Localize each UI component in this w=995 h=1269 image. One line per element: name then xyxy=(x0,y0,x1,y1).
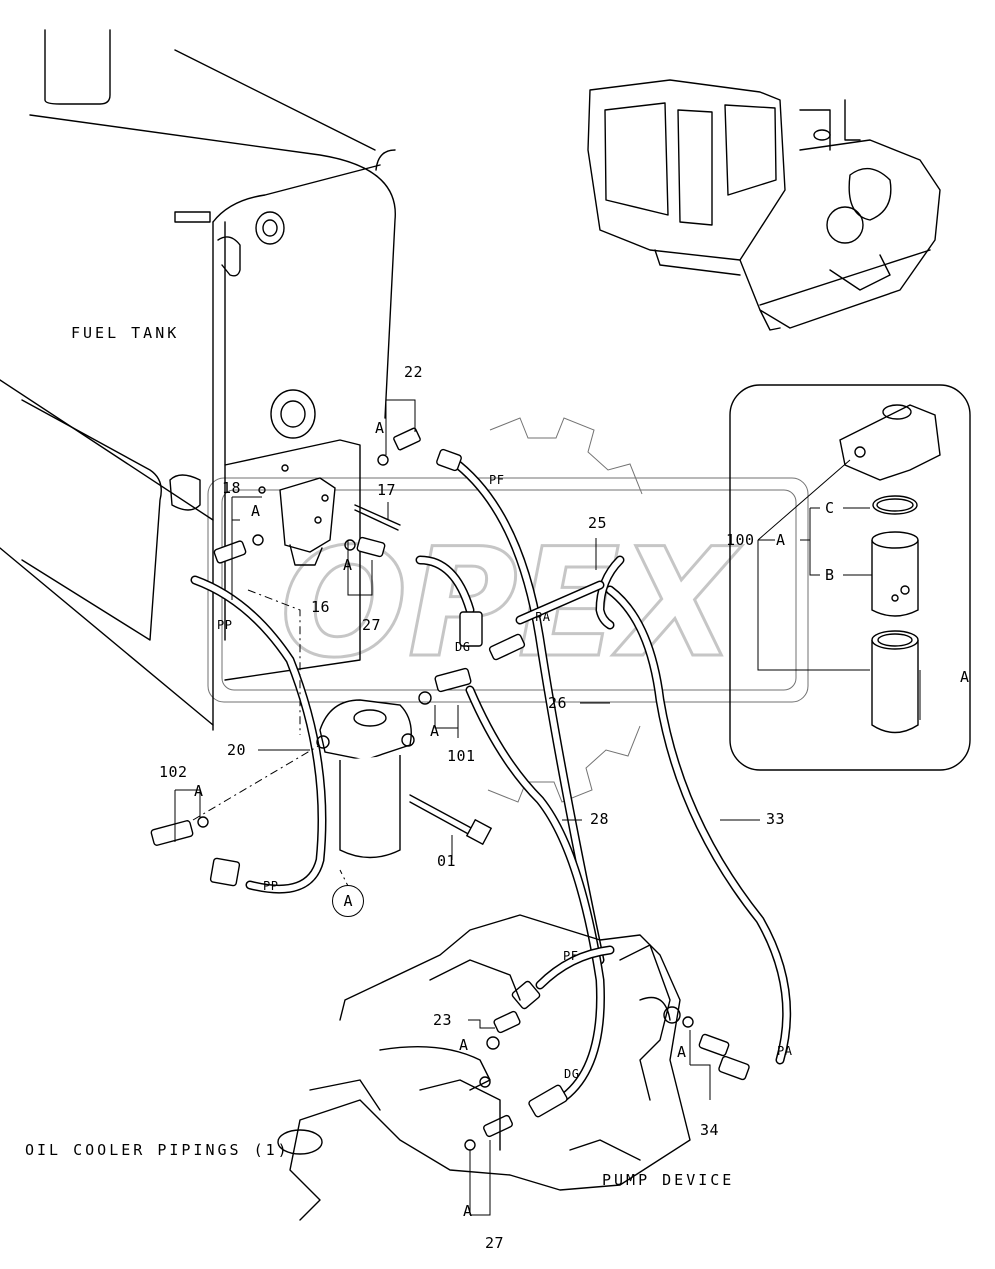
filter-bracket xyxy=(279,477,336,566)
ref-letter-c: C xyxy=(825,499,835,517)
part-number-23: 23 xyxy=(433,1011,453,1029)
part-number-25: 25 xyxy=(588,514,608,532)
hose-code-dg-upper: DG xyxy=(455,640,471,654)
hose-code-pf-lower: PF xyxy=(563,949,579,963)
pump-device xyxy=(277,914,691,1221)
part-number-22: 22 xyxy=(404,363,424,381)
part-number-27-upper: 27 xyxy=(362,616,382,634)
part-number-16: 16 xyxy=(311,598,331,616)
fittings xyxy=(150,427,750,1151)
pump-device-caption: PUMP DEVICE xyxy=(602,1171,735,1189)
ref-letter-a-9: A xyxy=(677,1043,687,1061)
part-number-26: 26 xyxy=(548,694,568,712)
ref-letter-a-1: A xyxy=(375,419,385,437)
part-number-102: 102 xyxy=(159,763,188,781)
oil-cooler-caption: OIL COOLER PIPINGS (1) xyxy=(25,1141,290,1159)
ref-letter-a-4: A xyxy=(430,722,440,740)
ref-letter-a-2: A xyxy=(251,502,261,520)
part-number-34: 34 xyxy=(700,1121,720,1139)
ref-letter-a-7: A xyxy=(960,668,970,686)
fuel-tank-caption: FUEL TANK xyxy=(71,324,180,342)
leader-lines xyxy=(174,399,921,1216)
hose-code-dg-lower: DG xyxy=(564,1067,580,1081)
part-number-33: 33 xyxy=(766,810,786,828)
line-filter xyxy=(316,699,415,859)
hoses xyxy=(190,455,792,1105)
detail-marker-a: A xyxy=(332,885,364,917)
ref-letter-a-5: A xyxy=(194,782,204,800)
ref-letter-a-10: A xyxy=(463,1202,473,1220)
part-number-01: 01 xyxy=(437,852,457,870)
part-number-20: 20 xyxy=(227,741,247,759)
hose-code-pf-upper: PF xyxy=(489,473,505,487)
excavator-overview xyxy=(587,79,941,331)
hose-code-pp-upper: PP xyxy=(217,618,233,632)
ref-letter-a-6: A xyxy=(776,531,786,549)
ref-letter-a-8: A xyxy=(459,1036,469,1054)
hose-code-pp-lower: PP xyxy=(263,879,279,893)
hose-code-pa-upper: PA xyxy=(535,610,551,624)
part-number-18: 18 xyxy=(222,479,242,497)
part-number-17: 17 xyxy=(377,481,397,499)
part-number-28: 28 xyxy=(590,810,610,828)
ref-letter-a-3: A xyxy=(343,556,353,574)
hose-code-pa-lower: PA xyxy=(777,1044,793,1058)
part-number-100: 100 xyxy=(726,531,755,549)
part-number-101: 101 xyxy=(447,747,476,765)
part-number-27-lower: 27 xyxy=(485,1234,505,1252)
detail-box xyxy=(729,384,971,771)
fuel-tank xyxy=(0,29,396,731)
ref-letter-b: B xyxy=(825,566,835,584)
